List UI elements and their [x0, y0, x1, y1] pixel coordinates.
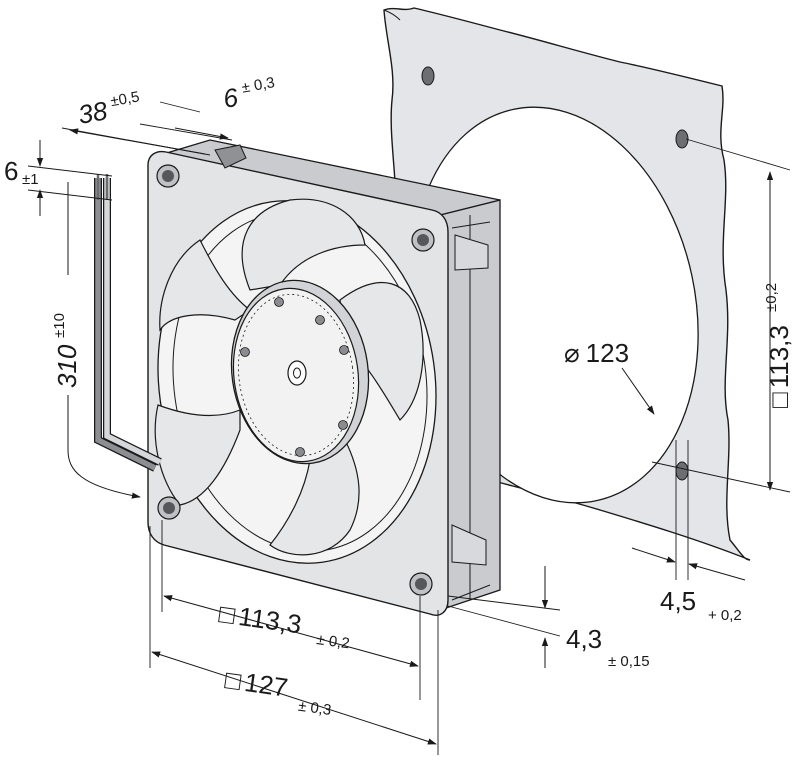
dim-symbol: □ [223, 664, 243, 696]
dim-tolerance: + 0,2 [708, 607, 742, 624]
dim-tolerance: ± 0,15 [608, 653, 650, 670]
dim-value: 6 [4, 156, 18, 186]
fan-hub [230, 279, 370, 465]
svg-text:□113,3: □113,3 [217, 598, 303, 639]
svg-text:□113,3: □ 113,3 [764, 325, 794, 408]
panel-mount-hole [675, 129, 689, 149]
dim-value: 123 [586, 338, 629, 368]
dim-tolerance: ±0,2 [763, 283, 780, 312]
dim-hole-pitch-side: □ 113,3 ±0,2 [763, 283, 794, 408]
dim-cutout-diameter: ⌀123 [564, 338, 629, 368]
fan [147, 139, 501, 616]
dim-value: 4,5 [660, 586, 696, 616]
dim-tolerance: ± 0,3 [297, 698, 332, 719]
dim-flange-thickness: 4,3 ± 0,15 [566, 624, 650, 670]
dim-cable-length: 310 ±10 [51, 313, 82, 388]
dim-hole-diameter: 4,5 + 0,2 [660, 586, 742, 624]
svg-text:⌀123: ⌀123 [564, 338, 629, 368]
dim-tolerance: ± 0,3 [240, 74, 276, 97]
dim-value: 113,3 [764, 325, 794, 388]
dim-tolerance: ±10 [51, 313, 68, 338]
dim-value: 4,3 [566, 624, 602, 654]
dim-lead-offset: 6 ±1 [4, 156, 39, 188]
dim-value: 113,3 [237, 601, 304, 639]
panel-mount-hole [675, 461, 689, 481]
dimension-lines [27, 101, 791, 755]
dim-hole-pitch-front: □113,3 ± 0,2 [217, 598, 350, 652]
dim-lead-length: 38 ±0,5 [76, 88, 141, 130]
dim-value: 6 [221, 82, 241, 114]
panel-mount-hole [421, 66, 435, 86]
dim-tolerance: ±0,5 [109, 88, 141, 110]
dim-tolerance: ±1 [22, 171, 39, 188]
dim-value: 310 [52, 344, 82, 388]
fan-mount-holes [156, 164, 435, 596]
fan-blades [154, 198, 424, 556]
dim-symbol: □ [217, 598, 237, 630]
dim-symbol: ⌀ [564, 338, 580, 368]
dim-symbol: □ [764, 392, 794, 408]
dim-value: 38 [76, 95, 110, 130]
dim-frame-size: □127 ± 0,3 [223, 664, 332, 719]
dim-tolerance: ± 0,2 [315, 631, 350, 652]
dim-value: 127 [243, 667, 290, 703]
lead-wires [94, 174, 162, 472]
dim-stripped-length: 6 ± 0,3 [221, 74, 276, 114]
svg-text:□127: □127 [223, 664, 290, 702]
